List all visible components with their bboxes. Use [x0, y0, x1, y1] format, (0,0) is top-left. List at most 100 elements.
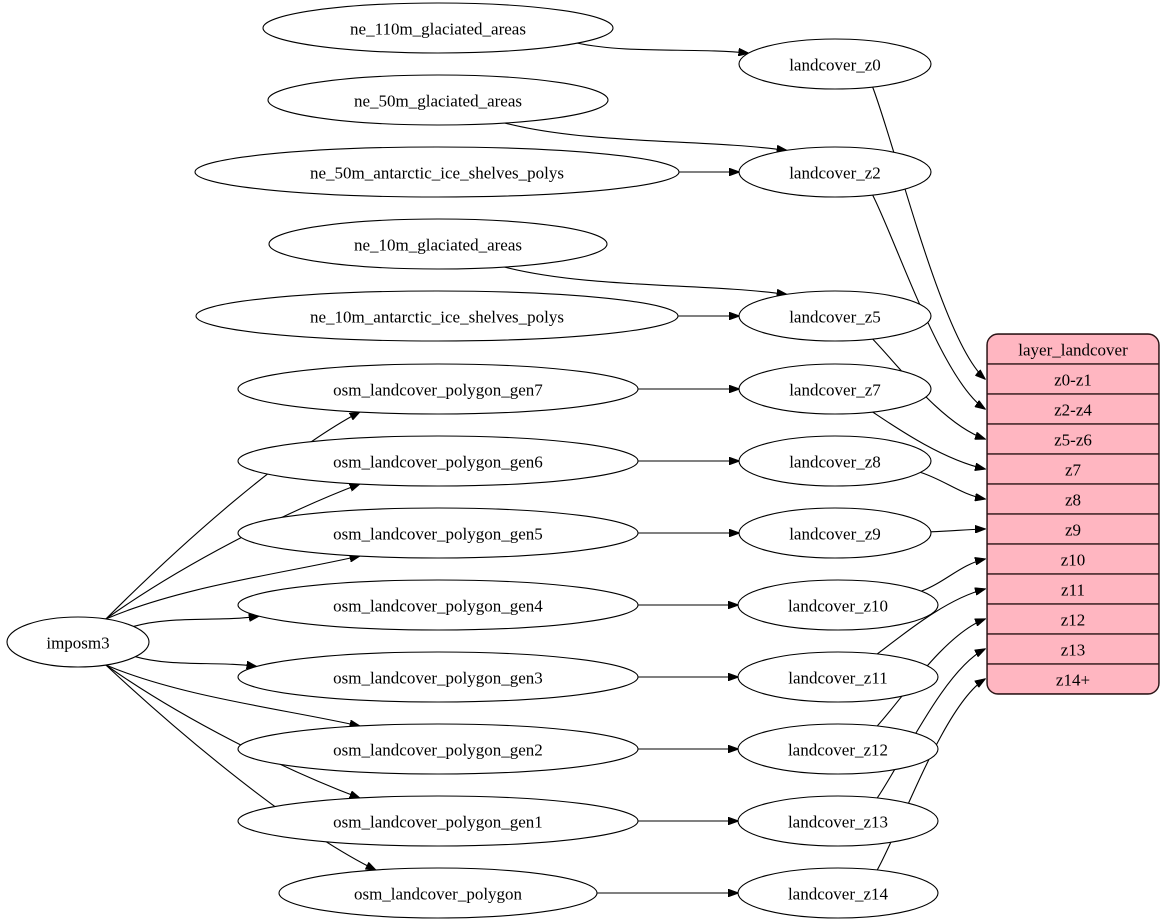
landcover-node-landcover_z2[interactable]: landcover_z2	[738, 146, 932, 198]
edge-layer	[105, 42, 985, 893]
node-shape	[738, 290, 932, 342]
table-row-label: z0-z1	[1054, 371, 1092, 390]
edge-imposm3-to-osm_landcover_polygon_gen3	[135, 656, 256, 667]
osm-source-osm_landcover_polygon_gen4[interactable]: osm_landcover_polygon_gen4	[237, 579, 639, 631]
node-shape	[237, 651, 639, 703]
edge-imposm3-to-osm_landcover_polygon_gen4	[133, 616, 259, 627]
table-row-label: z2-z4	[1054, 401, 1092, 420]
node-shape	[267, 74, 609, 126]
landcover-node-landcover_z11[interactable]: landcover_z11	[737, 651, 939, 703]
edge-landcover_z13-to-z13	[876, 649, 985, 799]
node-label: landcover_z2	[789, 164, 881, 183]
edge-ne_110m_glaciated_areas-to-landcover_z0	[577, 42, 748, 53]
landcover-node-landcover_z0[interactable]: landcover_z0	[738, 38, 932, 90]
edge-landcover_z8-to-z8	[920, 471, 985, 499]
node-label: landcover_z9	[789, 525, 881, 544]
table-row-label: z11	[1061, 581, 1085, 600]
node-label: osm_landcover_polygon_gen5	[333, 525, 543, 544]
node-label: osm_landcover_polygon_gen2	[333, 741, 543, 760]
node-shape	[737, 867, 939, 919]
node-shape	[268, 218, 608, 270]
node-shape	[237, 363, 639, 415]
landcover-node-landcover_z12[interactable]: landcover_z12	[737, 723, 939, 775]
edge-imposm3-to-osm_landcover_polygon_gen6	[105, 484, 360, 620]
table-header-label: layer_landcover	[1018, 341, 1128, 360]
ne-source-ne_50m_glaciated_areas[interactable]: ne_50m_glaciated_areas	[267, 74, 609, 126]
node-shape	[194, 146, 680, 198]
landcover-node-landcover_z10[interactable]: landcover_z10	[737, 579, 939, 631]
osm-source-osm_landcover_polygon_gen2[interactable]: osm_landcover_polygon_gen2	[237, 723, 639, 775]
node-shape	[237, 435, 639, 487]
node-label: landcover_z7	[789, 381, 881, 400]
node-label: ne_50m_antarctic_ice_shelves_polys	[310, 164, 564, 183]
node-label: landcover_z13	[788, 813, 888, 832]
node-shape	[737, 723, 939, 775]
edge-landcover_z14-to-z14+	[876, 679, 985, 871]
node-shape	[738, 146, 932, 198]
table-row-z12[interactable]	[987, 603, 1159, 635]
node-label: landcover_z0	[789, 56, 881, 75]
node-label: imposm3	[46, 634, 109, 653]
edge-landcover_z11-to-z11	[876, 589, 985, 655]
osm-source-osm_landcover_polygon_gen6[interactable]: osm_landcover_polygon_gen6	[237, 435, 639, 487]
ne-source-ne_10m_glaciated_areas[interactable]: ne_10m_glaciated_areas	[268, 218, 608, 270]
table-row-label: z13	[1061, 641, 1086, 660]
osm-source-osm_landcover_polygon[interactable]: osm_landcover_polygon	[278, 867, 598, 919]
landcover-node-landcover_z9[interactable]: landcover_z9	[738, 507, 932, 559]
edge-imposm3-to-osm_landcover_polygon_gen2	[105, 664, 360, 726]
table-row-label: z12	[1061, 611, 1086, 630]
node-shape	[738, 38, 932, 90]
landcover-node-landcover_z5[interactable]: landcover_z5	[738, 290, 932, 342]
table-row-z5-z6[interactable]	[987, 423, 1159, 455]
table-row-label: z14+	[1056, 671, 1090, 690]
node-label: landcover_z8	[789, 453, 881, 472]
node-label: landcover_z12	[788, 741, 888, 760]
node-shape	[738, 507, 932, 559]
node-label: landcover_z14	[788, 885, 889, 904]
edge-imposm3-to-osm_landcover_polygon_gen1	[105, 664, 360, 798]
osm-source-osm_landcover_polygon_gen5[interactable]: osm_landcover_polygon_gen5	[237, 507, 639, 559]
node-label: landcover_z10	[788, 597, 888, 616]
ne-source-ne_110m_glaciated_areas[interactable]: ne_110m_glaciated_areas	[262, 2, 614, 54]
node-shape	[278, 867, 598, 919]
node-shape	[737, 579, 939, 631]
node-label: osm_landcover_polygon_gen1	[333, 813, 543, 832]
edge-landcover_z7-to-z7	[872, 411, 985, 469]
ne-source-ne_50m_antarctic_ice_shelves_polys[interactable]: ne_50m_antarctic_ice_shelves_polys	[194, 146, 680, 198]
node-label: ne_110m_glaciated_areas	[350, 20, 526, 39]
node-label: osm_landcover_polygon	[354, 885, 523, 904]
node-label: osm_landcover_polygon_gen6	[333, 453, 543, 472]
node-label: ne_10m_glaciated_areas	[354, 236, 522, 255]
table-header-cell	[987, 334, 1159, 365]
landcover-node-landcover_z13[interactable]: landcover_z13	[737, 795, 939, 847]
table-row-z14+[interactable]	[987, 663, 1159, 694]
table-row-z7[interactable]	[987, 453, 1159, 485]
osm-source-osm_landcover_polygon_gen7[interactable]: osm_landcover_polygon_gen7	[237, 363, 639, 415]
node-shape	[195, 290, 679, 342]
edge-ne_50m_glaciated_areas-to-landcover_z2	[504, 122, 787, 150]
source-imposm3[interactable]: imposm3	[6, 616, 150, 668]
landcover-node-landcover_z7[interactable]: landcover_z7	[738, 363, 932, 415]
edge-landcover_z0-to-z0-z1	[872, 86, 985, 379]
osm-source-osm_landcover_polygon_gen1[interactable]: osm_landcover_polygon_gen1	[237, 795, 639, 847]
table-row-z10[interactable]	[987, 543, 1159, 575]
layer-landcover-table: layer_landcoverz0-z1z2-z4z5-z6z7z8z9z10z…	[987, 334, 1159, 694]
landcover-node-landcover_z8[interactable]: landcover_z8	[738, 435, 932, 487]
node-shape	[738, 435, 932, 487]
node-shape	[737, 795, 939, 847]
node-label: osm_landcover_polygon_gen4	[333, 597, 543, 616]
node-label: landcover_z11	[788, 669, 887, 688]
edge-imposm3-to-osm_landcover_polygon_gen5	[105, 556, 360, 620]
node-label: ne_10m_antarctic_ice_shelves_polys	[310, 308, 564, 327]
edge-imposm3-to-osm_landcover_polygon_gen7	[105, 412, 360, 620]
table-outline	[986, 333, 1160, 695]
table-row-z9[interactable]	[987, 513, 1159, 545]
node-label: osm_landcover_polygon_gen7	[333, 381, 543, 400]
edge-ne_10m_glaciated_areas-to-landcover_z5	[504, 266, 786, 294]
ne-source-ne_10m_antarctic_ice_shelves_polys[interactable]: ne_10m_antarctic_ice_shelves_polys	[195, 290, 679, 342]
table-layer: layer_landcoverz0-z1z2-z4z5-z6z7z8z9z10z…	[986, 333, 1160, 695]
landcover-node-landcover_z14[interactable]: landcover_z14	[737, 867, 939, 919]
node-shape	[6, 616, 150, 668]
table-row-label: z7	[1065, 461, 1082, 480]
osm-source-osm_landcover_polygon_gen3[interactable]: osm_landcover_polygon_gen3	[237, 651, 639, 703]
